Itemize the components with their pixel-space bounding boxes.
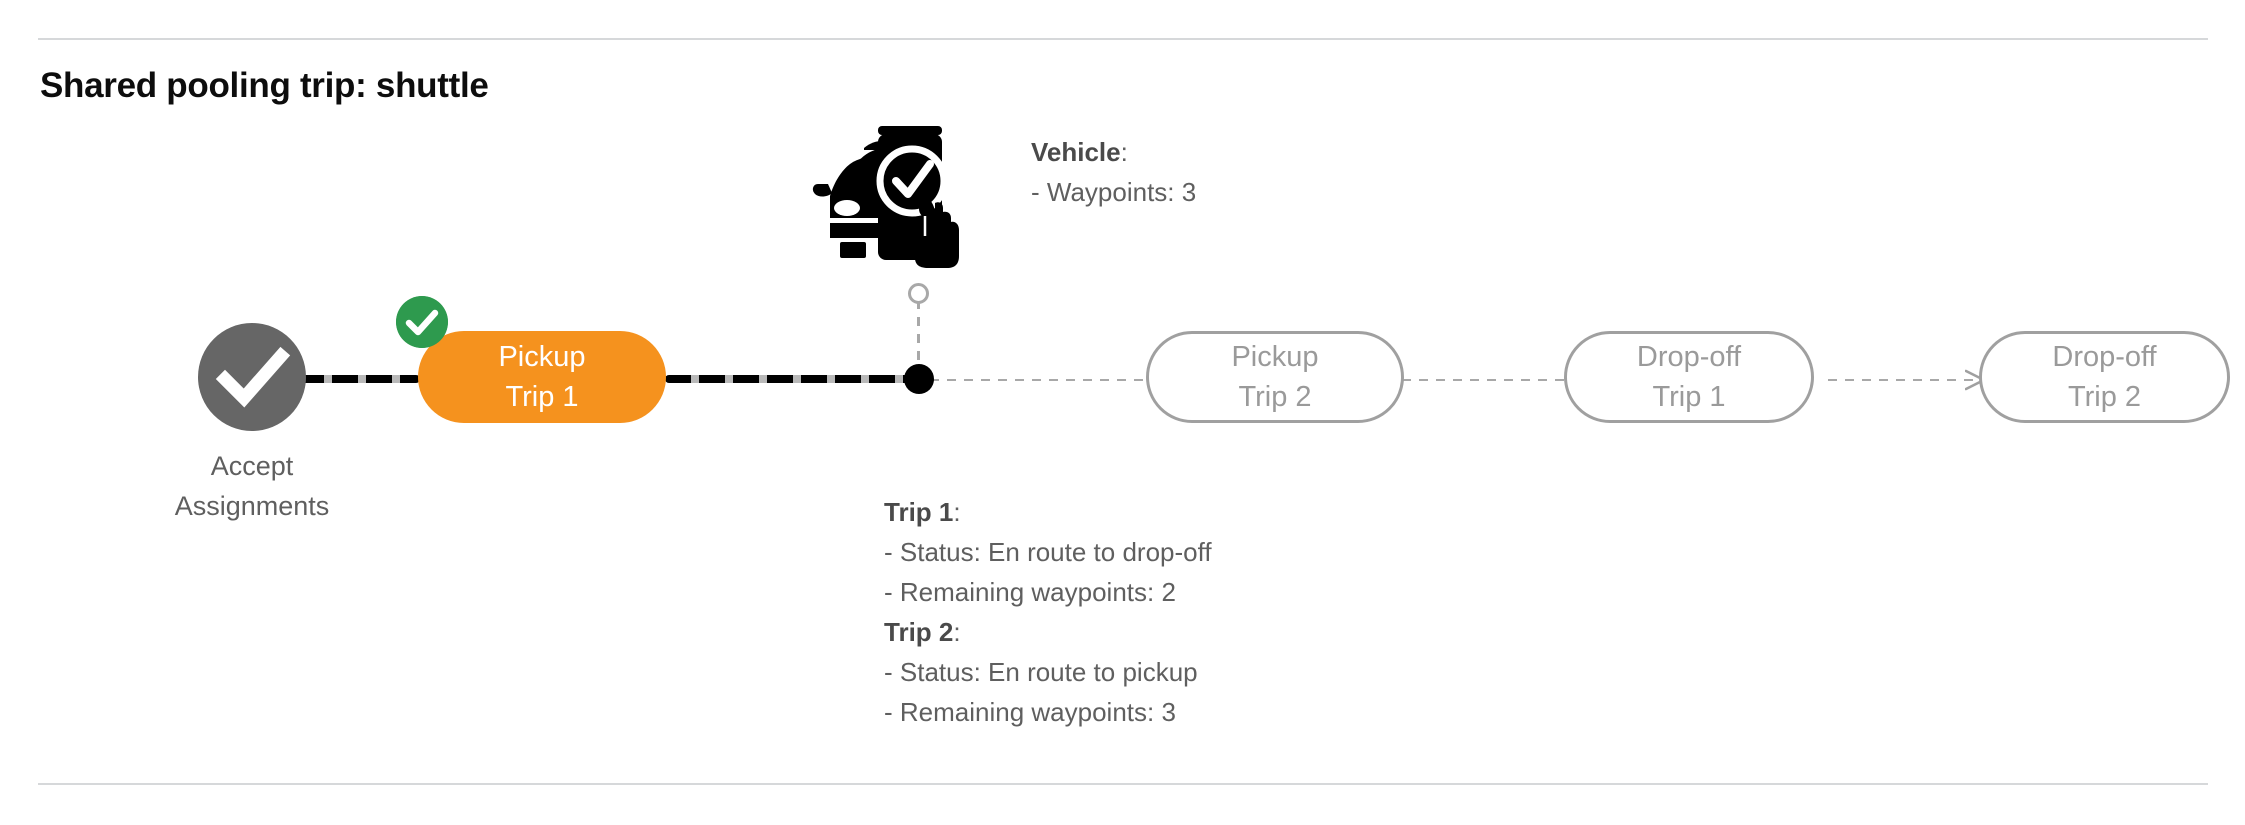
trip-1-heading-colon: : bbox=[953, 497, 961, 527]
connector-vehicle-to-pickup-trip2 bbox=[930, 379, 1162, 381]
trip-1-heading: Trip 1: bbox=[884, 492, 1212, 532]
node-accept-assignments[interactable] bbox=[198, 323, 306, 431]
vehicle-position-dot[interactable] bbox=[904, 364, 934, 394]
node-pickup-trip-2[interactable]: Pickup Trip 2 bbox=[1146, 331, 1404, 423]
vehicle-annotation-heading: Vehicle: bbox=[1031, 132, 1196, 172]
vehicle-annotation: Vehicle: - Waypoints: 3 bbox=[1031, 132, 1196, 212]
node-accept-assignments-label: Accept Assignments bbox=[116, 446, 388, 526]
trip-2-waypoints: - Remaining waypoints: 3 bbox=[884, 697, 1176, 727]
node-dropoff-trip-2[interactable]: Drop-off Trip 2 bbox=[1979, 331, 2230, 423]
connector-pickup-trip1-to-vehicle bbox=[665, 375, 925, 383]
vehicle-annotation-heading-text: Vehicle bbox=[1031, 137, 1121, 167]
connector-dropoff-trip1-to-dropoff-trip2 bbox=[1828, 379, 1980, 381]
trip-2-heading-colon: : bbox=[953, 617, 961, 647]
bottom-divider bbox=[38, 783, 2208, 785]
page-title: Shared pooling trip: shuttle bbox=[40, 66, 489, 105]
node-dropoff-trip-1-line1: Drop-off bbox=[1636, 341, 1742, 373]
accept-label-line1: Accept bbox=[210, 451, 294, 481]
node-pickup-trip-2-line1: Pickup bbox=[1231, 341, 1319, 373]
vehicle-annotation-heading-colon: : bbox=[1120, 137, 1128, 167]
connector-pickup-trip2-to-dropoff-trip1 bbox=[1402, 379, 1582, 381]
accept-assignments-circle bbox=[198, 323, 306, 431]
trip-2-status: - Status: En route to pickup bbox=[884, 657, 1198, 687]
trip-2-heading: Trip 2: bbox=[884, 612, 1212, 652]
trip-1-heading-text: Trip 1 bbox=[884, 497, 954, 527]
vehicle-marker-stem bbox=[917, 300, 920, 364]
trip-1-status: - Status: En route to drop-off bbox=[884, 537, 1212, 567]
trip-1-waypoints: - Remaining waypoints: 2 bbox=[884, 577, 1176, 607]
check-badge-icon bbox=[396, 296, 448, 348]
trip-2-heading-text: Trip 2 bbox=[884, 617, 954, 647]
node-dropoff-trip-1-line2: Trip 1 bbox=[1652, 381, 1726, 413]
trips-annotation: Trip 1: - Status: En route to drop-off -… bbox=[884, 492, 1212, 732]
node-dropoff-trip-2-line1: Drop-off bbox=[2052, 341, 2157, 373]
vehicle-annotation-waypoints: - Waypoints: 3 bbox=[1031, 177, 1197, 207]
node-pickup-trip-1-line1: Pickup bbox=[498, 341, 586, 373]
accept-label-line2: Assignments bbox=[174, 491, 330, 521]
node-dropoff-trip-2-line2: Trip 2 bbox=[2067, 381, 2142, 413]
check-circle-icon bbox=[215, 346, 291, 408]
vehicle-phone-check-icon bbox=[812, 126, 959, 268]
top-divider bbox=[38, 38, 2208, 40]
node-pickup-trip-2-line2: Trip 2 bbox=[1238, 381, 1312, 413]
connector-accept-to-pickup-trip1 bbox=[298, 375, 420, 383]
vehicle-marker-anchor-icon bbox=[908, 283, 929, 304]
node-pickup-trip-1-line2: Trip 1 bbox=[505, 381, 579, 413]
node-dropoff-trip-1[interactable]: Drop-off Trip 1 bbox=[1564, 331, 1814, 423]
node-pickup-trip-1[interactable]: Pickup Trip 1 bbox=[418, 331, 666, 423]
